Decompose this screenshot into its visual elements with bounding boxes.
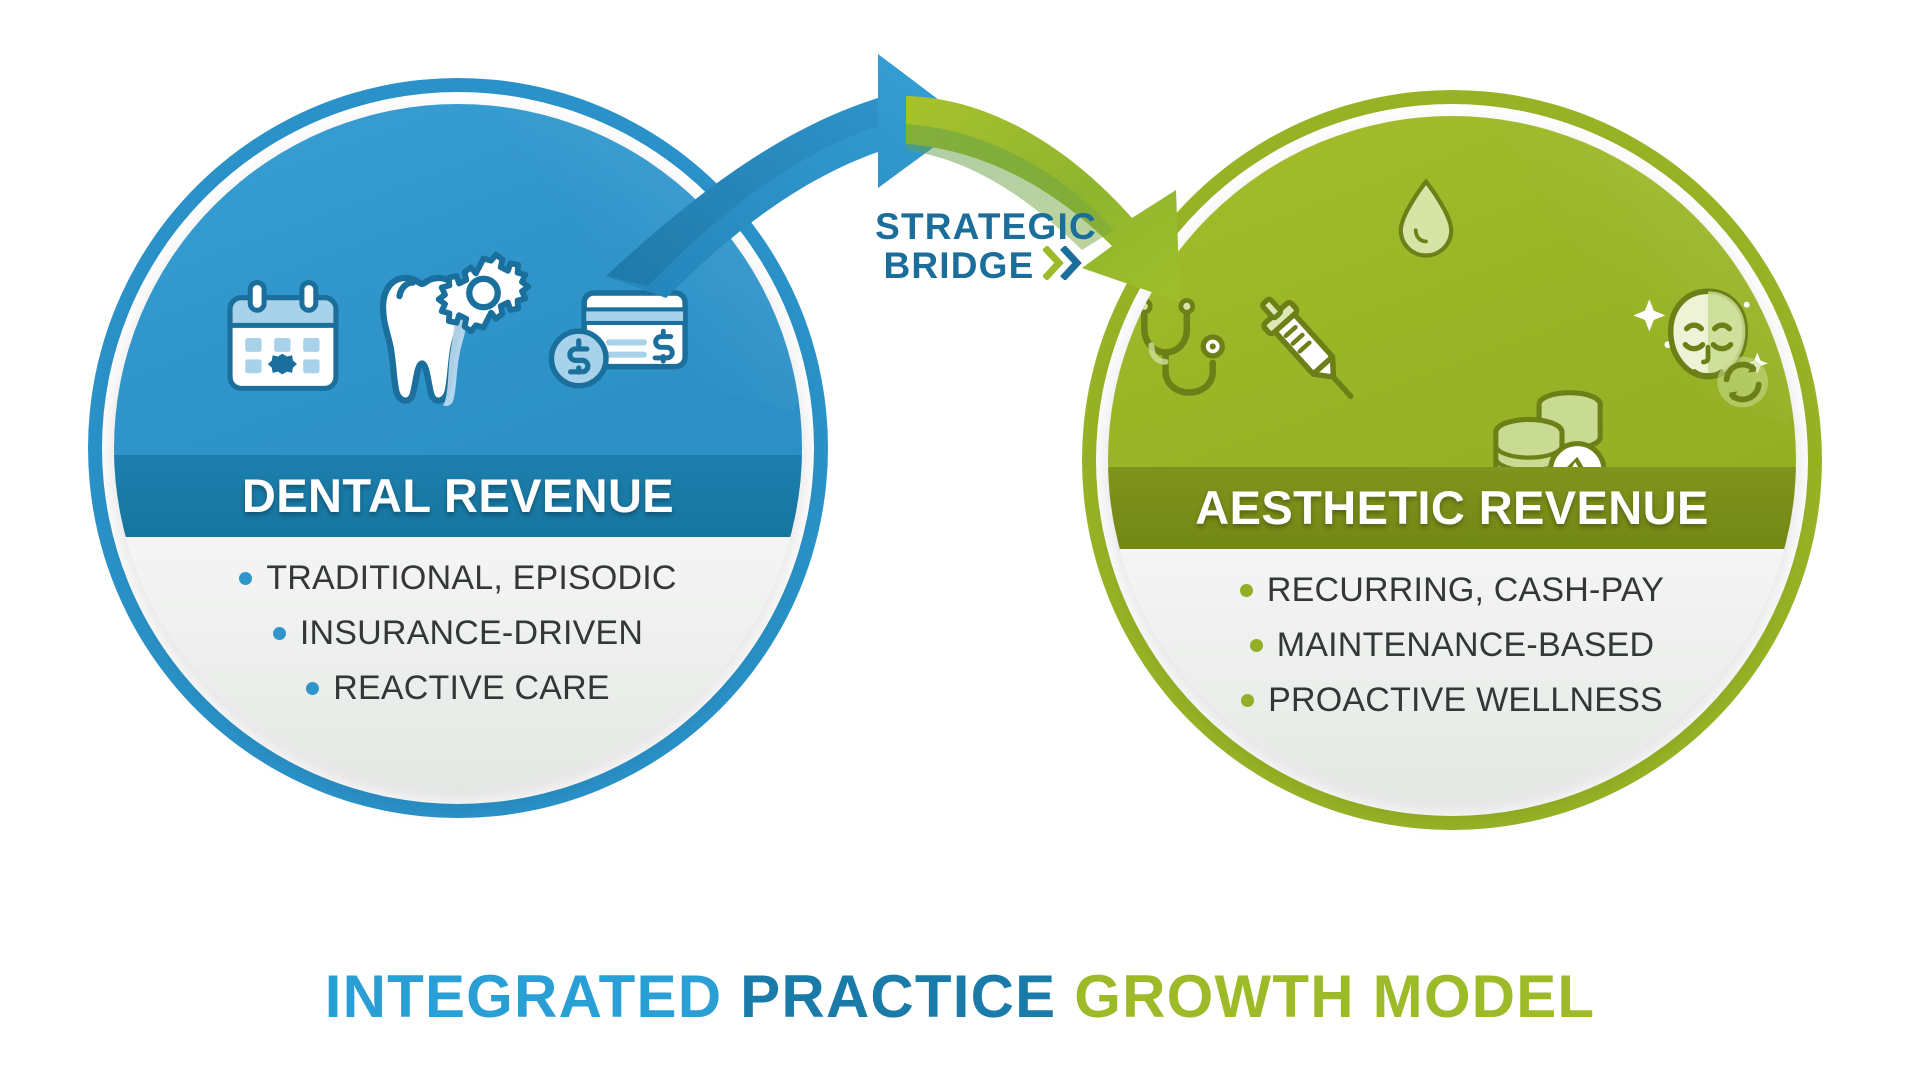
title-part-practice: PRACTICE — [740, 963, 1057, 1030]
double-chevron-right-icon — [1041, 244, 1089, 287]
list-item: REACTIVE CARE — [114, 669, 802, 708]
title-part-growth-model: GROWTH MODEL — [1074, 963, 1596, 1030]
page-title: INTEGRATED PRACTICE GROWTH MODEL — [0, 962, 1920, 1031]
bridge-line-2-row: BRIDGE — [836, 244, 1136, 287]
bullet-text: INSURANCE-DRIVEN — [299, 613, 644, 652]
title-part-integrated: INTEGRATED — [324, 963, 723, 1030]
syringe-icon — [1244, 285, 1374, 415]
bullet-text: TRADITIONAL, EPISODIC — [266, 558, 677, 597]
bullet-dot-icon — [306, 681, 320, 695]
stethoscope-icon — [1116, 291, 1234, 409]
tooth-gear-icon — [356, 248, 536, 428]
bullet-dot-icon — [1249, 638, 1263, 652]
list-item: RECURRING, CASH-PAY — [1108, 571, 1796, 610]
blue-arrow-icon — [606, 54, 968, 298]
credit-card-dollar-icon — [546, 263, 696, 413]
dental-revenue-title: DENTAL REVENUE — [241, 469, 675, 523]
green-arrow-icon — [906, 96, 1180, 302]
dental-icon-row — [114, 200, 802, 475]
bullet-dot-icon — [239, 571, 253, 585]
card-disc: DENTAL REVENUE TRADITIONAL, EPISODIC INS… — [114, 104, 802, 792]
bullet-dot-icon — [1239, 583, 1253, 597]
list-item: MAINTENANCE-BASED — [1108, 626, 1796, 665]
list-item: INSURANCE-DRIVEN — [114, 614, 802, 653]
bridge-line-1: STRATEGIC — [875, 206, 1097, 247]
bullet-text: PROACTIVE WELLNESS — [1268, 680, 1663, 719]
aesthetic-revenue-banner: AESTHETIC REVENUE — [1108, 466, 1796, 549]
bullet-dot-icon — [1241, 693, 1255, 707]
calendar-icon — [220, 275, 346, 401]
card-disc: AESTHETIC REVENUE RECURRING, CASH-PAY MA… — [1108, 116, 1796, 804]
aesthetic-bullet-list: RECURRING, CASH-PAY MAINTENANCE-BASED PR… — [1108, 549, 1796, 720]
dental-revenue-banner: DENTAL REVENUE — [114, 454, 802, 537]
bullet-text: MAINTENANCE-BASED — [1276, 625, 1655, 664]
list-item: TRADITIONAL, EPISODIC — [114, 559, 802, 598]
dental-bullets-panel: TRADITIONAL, EPISODIC INSURANCE-DRIVEN R… — [114, 536, 802, 792]
list-item: PROACTIVE WELLNESS — [1108, 681, 1796, 720]
dental-bullet-list: TRADITIONAL, EPISODIC INSURANCE-DRIVEN R… — [114, 537, 802, 708]
bullet-text: RECURRING, CASH-PAY — [1266, 570, 1665, 609]
aesthetic-revenue-card: AESTHETIC REVENUE RECURRING, CASH-PAY MA… — [1082, 90, 1822, 830]
aesthetic-bullets-panel: RECURRING, CASH-PAY MAINTENANCE-BASED PR… — [1108, 548, 1796, 804]
bullet-text: REACTIVE CARE — [333, 668, 610, 707]
bullet-dot-icon — [272, 626, 286, 640]
bridge-line-2: BRIDGE — [883, 245, 1035, 287]
strategic-bridge-label: STRATEGIC BRIDGE — [836, 208, 1136, 286]
droplet-icon — [1384, 178, 1468, 262]
aesthetic-revenue-title: AESTHETIC REVENUE — [1195, 481, 1709, 535]
strategic-bridge-arrows — [606, 40, 1360, 370]
face-sparkle-refresh-icon — [1628, 270, 1788, 430]
